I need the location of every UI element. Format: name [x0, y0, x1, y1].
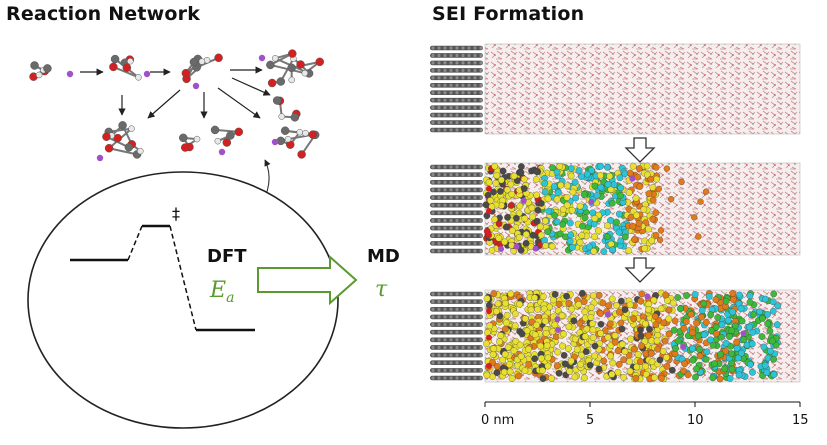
reaction-network: ‡ DFT Ea MD τ — [27, 49, 400, 429]
distance-axis: 0 nm 5 10 15 — [481, 401, 809, 428]
molecule-icon — [102, 121, 144, 159]
network-arrows — [80, 66, 271, 119]
lithium-ion-icon — [258, 54, 266, 62]
electrode-icon — [430, 45, 483, 133]
molecule-icon — [109, 54, 142, 81]
tau-label: τ — [375, 277, 388, 302]
energy-profile — [70, 224, 255, 332]
sim-box-intermediate — [430, 162, 801, 256]
dft-label: DFT — [207, 246, 247, 267]
sim-box-initial — [430, 43, 801, 135]
molecule-icon — [266, 49, 325, 88]
reaction-network-title: Reaction Network — [6, 3, 201, 25]
axis-tick-10: 10 — [687, 413, 704, 428]
lithium-ion-icon — [96, 154, 104, 162]
lithium-ion-icon — [143, 70, 151, 78]
arrow-down-icon — [217, 87, 261, 119]
molecule-icon — [276, 126, 320, 159]
arrow-right-icon — [231, 77, 271, 96]
molecule-icon — [272, 96, 301, 122]
activation-energy-label: Ea — [209, 278, 234, 306]
lithium-ion-icon — [271, 138, 279, 146]
molecule-icon — [179, 133, 201, 152]
hollow-arrow-down-icon — [624, 137, 656, 163]
molecule-icon — [29, 61, 52, 81]
lithium-ion-icon — [66, 70, 74, 78]
md-label: MD — [367, 246, 400, 267]
hollow-arrow-down-icon — [624, 257, 656, 283]
sim-box-final — [430, 289, 801, 383]
sei-layer — [482, 162, 710, 255]
lithium-ion-icon — [218, 148, 226, 156]
molecule-icon — [210, 125, 244, 147]
axis-tick-0: 0 nm — [481, 413, 514, 428]
sei-formation-panel: 0 nm 5 10 15 — [430, 43, 809, 428]
axis-tick-5: 5 — [586, 413, 594, 428]
lithium-ion-icon — [192, 82, 200, 90]
sei-formation-title: SEI Formation — [432, 3, 585, 25]
hollow-arrow-icon — [257, 254, 358, 306]
axis-tick-15: 15 — [792, 413, 809, 428]
solvent-region — [484, 43, 801, 135]
electrode-icon — [430, 164, 483, 254]
dft-inset-ellipse — [27, 171, 339, 429]
arrow-down-icon — [147, 89, 181, 119]
sei-layer — [482, 289, 782, 383]
electrode-icon — [430, 291, 483, 381]
molecule-icon — [181, 53, 223, 84]
transition-state-symbol: ‡ — [172, 204, 180, 223]
